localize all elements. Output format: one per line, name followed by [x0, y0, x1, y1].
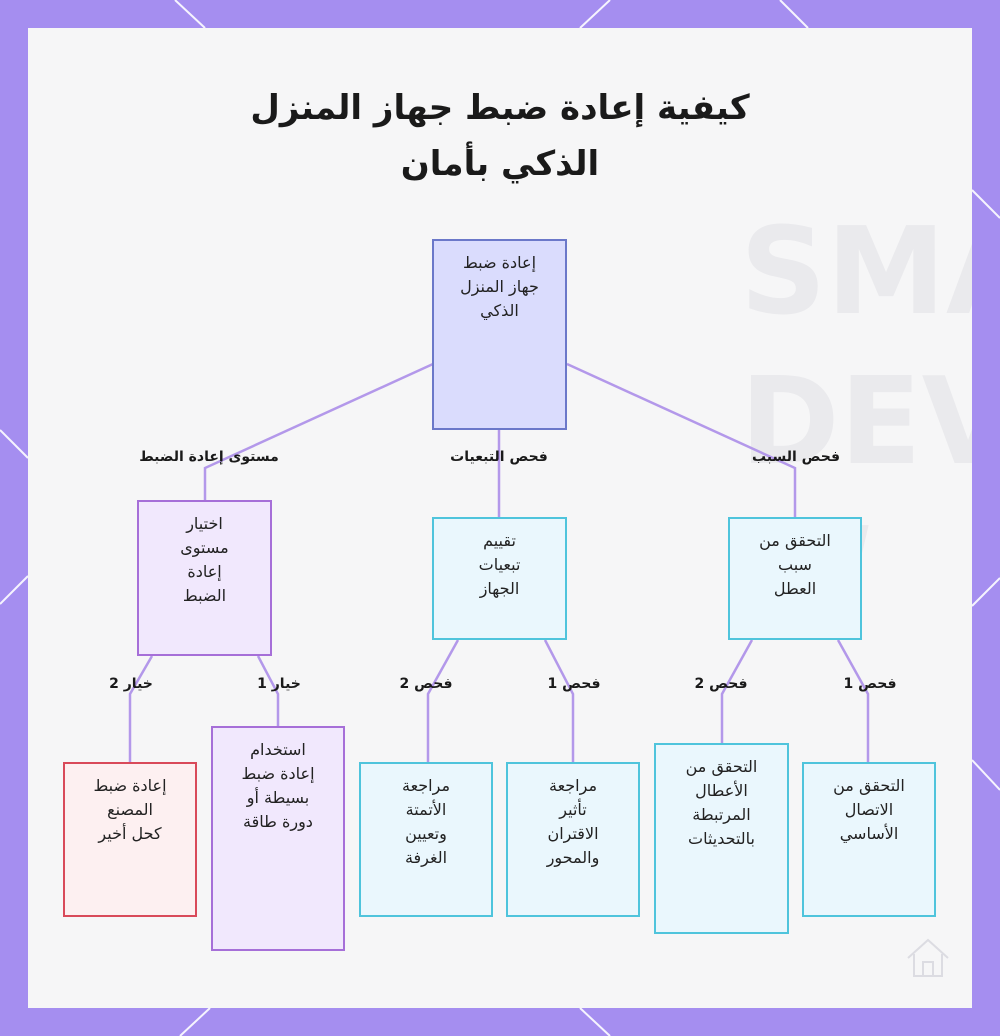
edge-label-cause: فحص السبب	[751, 449, 841, 465]
title-line-1: كيفية إعادة ضبط جهاز المنزل	[250, 88, 750, 128]
node-root-label: إعادة ضبط جهاز المنزل الذكي	[460, 253, 539, 320]
node-automation-label: مراجعة الأتمتة وتعيين الغرفة	[401, 776, 451, 867]
edge-label-check2-deps: فحص 2	[399, 676, 453, 692]
node-factory-reset-label: إعادة ضبط المصنع كحل أخير	[93, 776, 167, 843]
edge-deps-pairing	[543, 639, 575, 762]
node-level: اختيار مستوى إعادة الضبط	[137, 500, 272, 656]
edge-label-deps: فحص التبعيات	[450, 449, 548, 465]
node-basic-connection-label: التحقق من الاتصال الأساسي	[833, 776, 905, 843]
diagram-title: كيفية إعادة ضبط جهاز المنزل الذكي بأمان	[28, 80, 972, 192]
edge-cause-update	[720, 639, 754, 743]
node-cause: التحقق من سبب العطل	[728, 517, 862, 640]
edge-label-check1-deps: فحص 1	[547, 676, 601, 692]
node-pairing: مراجعة تأثير الاقتران والمحور	[506, 762, 640, 917]
home-icon	[907, 938, 949, 977]
node-pairing-label: مراجعة تأثير الاقتران والمحور	[546, 776, 600, 867]
edge-root-cause	[566, 362, 797, 517]
edge-label-level: مستوى إعادة الضبط	[139, 449, 279, 465]
edge-deps-automation	[426, 639, 460, 762]
node-update-faults: التحقق من الأعطال المرتبطة بالتحديثات	[654, 743, 789, 934]
node-cause-label: التحقق من سبب العطل	[759, 531, 831, 598]
node-factory-reset: إعادة ضبط المصنع كحل أخير	[63, 762, 197, 917]
title-line-2: الذكي بأمان	[400, 144, 600, 184]
node-level-label: اختيار مستوى إعادة الضبط	[180, 514, 229, 605]
node-automation: مراجعة الأتمتة وتعيين الغرفة	[359, 762, 493, 917]
node-deps-label: تقييم تبعيات الجهاز	[478, 531, 521, 598]
edge-label-option1: خيار 1	[257, 676, 301, 692]
node-simple-reset: استخدام إعادة ضبط بسيطة أو دورة طاقة	[211, 726, 345, 951]
edge-cause-basic	[836, 639, 870, 762]
edge-level-factory	[128, 655, 154, 762]
edge-root-level	[203, 362, 434, 500]
edge-label-option2: خيار 2	[109, 676, 153, 692]
node-simple-reset-label: استخدام إعادة ضبط بسيطة أو دورة طاقة	[241, 740, 315, 831]
edge-level-simple	[256, 655, 280, 726]
node-deps: تقييم تبعيات الجهاز	[432, 517, 567, 640]
node-update-faults-label: التحقق من الأعطال المرتبطة بالتحديثات	[685, 757, 758, 848]
node-root: إعادة ضبط جهاز المنزل الذكي	[432, 239, 567, 430]
edge-label-check1-cause: فحص 1	[843, 676, 897, 692]
edge-label-check2-cause: فحص 2	[694, 676, 748, 692]
node-basic-connection: التحقق من الاتصال الأساسي	[802, 762, 936, 917]
